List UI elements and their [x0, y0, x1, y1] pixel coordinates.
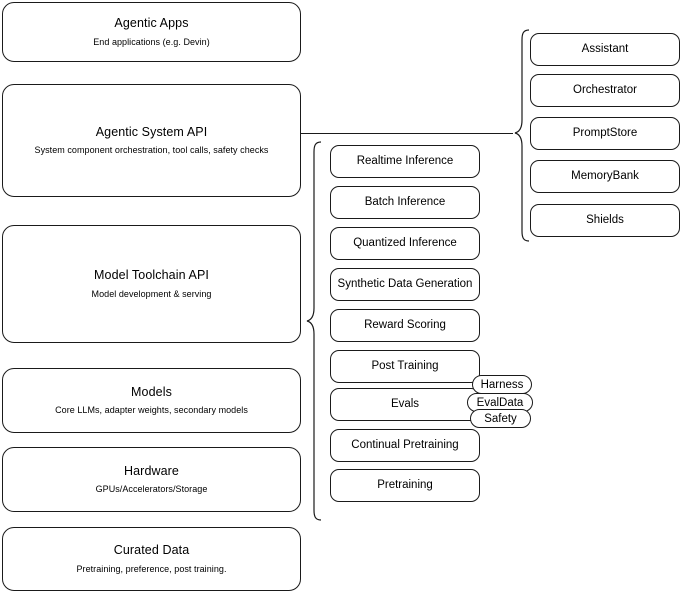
evals-subcomponent-label: Safety [484, 412, 517, 425]
capability-label: Realtime Inference [356, 155, 454, 168]
layer-subtitle: End applications (e.g. Devin) [93, 36, 210, 47]
layer-subtitle: GPUs/Accelerators/Storage [95, 484, 208, 495]
layer-box-model-toolchain-api[interactable]: Model Toolchain API Model development & … [2, 225, 301, 343]
system-component-box-promptstore[interactable]: PromptStore [530, 117, 680, 150]
capability-box-quantized-inference[interactable]: Quantized Inference [330, 227, 480, 260]
layer-title: Agentic Apps [114, 16, 189, 31]
system-component-label: Shields [586, 214, 624, 227]
capability-label: Post Training [371, 360, 439, 373]
layer-box-curated-data[interactable]: Curated Data Pretraining, preference, po… [2, 527, 301, 591]
capability-box-batch-inference[interactable]: Batch Inference [330, 186, 480, 219]
layer-box-agentic-apps[interactable]: Agentic Apps End applications (e.g. Devi… [2, 2, 301, 62]
layer-title: Curated Data [113, 543, 190, 558]
capability-label: Pretraining [377, 479, 433, 492]
system-component-box-memorybank[interactable]: MemoryBank [530, 160, 680, 193]
layer-subtitle: Pretraining, preference, post training. [76, 563, 227, 574]
layer-box-hardware[interactable]: Hardware GPUs/Accelerators/Storage [2, 447, 301, 512]
capability-label: Evals [390, 398, 420, 411]
capability-box-reward-scoring[interactable]: Reward Scoring [330, 309, 480, 342]
layer-box-models[interactable]: Models Core LLMs, adapter weights, secon… [2, 368, 301, 433]
layer-subtitle: Model development & serving [91, 288, 212, 299]
evals-subcomponent-harness[interactable]: Harness [472, 375, 532, 394]
evals-subcomponent-label: EvalData [476, 396, 524, 409]
capability-label: Batch Inference [364, 196, 446, 209]
layer-box-agentic-system-api[interactable]: Agentic System API System component orch… [2, 84, 301, 197]
capability-box-realtime-inference[interactable]: Realtime Inference [330, 145, 480, 178]
evals-subcomponent-label: Harness [480, 378, 524, 391]
system-component-label: PromptStore [572, 127, 638, 140]
capability-box-evals[interactable]: Evals [330, 388, 480, 421]
system-component-label: Assistant [581, 43, 629, 56]
evals-subcomponent-safety[interactable]: Safety [470, 409, 531, 428]
layer-subtitle: System component orchestration, tool cal… [34, 145, 269, 156]
layer-title: Models [131, 384, 172, 399]
layer-subtitle: Core LLMs, adapter weights, secondary mo… [55, 405, 248, 416]
system-component-box-orchestrator[interactable]: Orchestrator [530, 74, 680, 107]
capability-box-post-training[interactable]: Post Training [330, 350, 480, 383]
layer-title: Agentic System API [95, 124, 208, 139]
capability-box-continual-pretraining[interactable]: Continual Pretraining [330, 429, 480, 462]
capability-box-synthetic-data-generation[interactable]: Synthetic Data Generation [330, 268, 480, 301]
system-component-label: Orchestrator [573, 84, 637, 97]
brace-system-components [514, 29, 530, 242]
brace-toolchain-capabilities [306, 141, 322, 521]
capability-label: Quantized Inference [353, 237, 457, 250]
layer-title: Hardware [124, 463, 179, 478]
capability-label: Synthetic Data Generation [337, 278, 473, 291]
system-component-label: MemoryBank [571, 170, 639, 183]
system-component-box-assistant[interactable]: Assistant [530, 33, 680, 66]
capability-label: Continual Pretraining [351, 439, 459, 452]
capability-box-pretraining[interactable]: Pretraining [330, 469, 480, 502]
capability-label: Reward Scoring [364, 319, 446, 332]
system-component-box-shields[interactable]: Shields [530, 204, 680, 237]
connector-line-system-api-to-components [301, 133, 513, 134]
layer-title: Model Toolchain API [94, 268, 209, 283]
